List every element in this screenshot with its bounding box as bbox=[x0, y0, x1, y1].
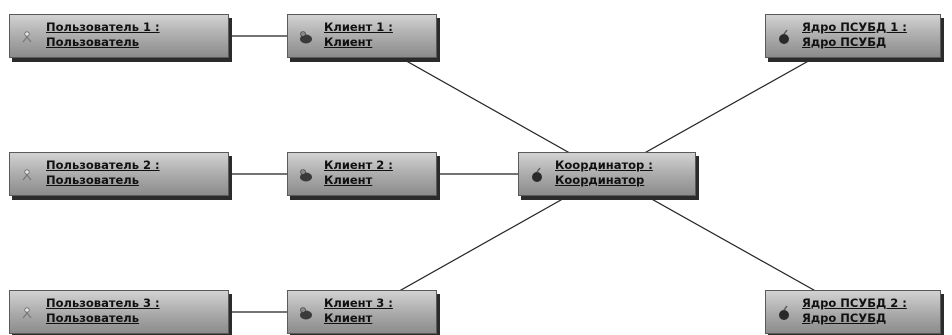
node-name: Клиент 2 : bbox=[324, 158, 393, 172]
node-coordinator[interactable]: Координатор : Координатор bbox=[518, 152, 696, 196]
node-client-1[interactable]: Клиент 1 : Клиент bbox=[287, 14, 437, 58]
core-icon bbox=[779, 29, 789, 44]
node-user-1[interactable]: Пользователь 1 : Пользователь bbox=[9, 14, 229, 58]
client-component-icon bbox=[300, 169, 312, 182]
node-name: Клиент 1 : bbox=[324, 20, 393, 34]
edge-coordinator-core1 bbox=[606, 35, 854, 175]
node-type: Клиент bbox=[324, 173, 373, 187]
node-user-3[interactable]: Пользователь 3 : Пользователь bbox=[9, 290, 229, 334]
user-icon bbox=[22, 31, 32, 43]
node-type: Ядро ПСУБД bbox=[802, 35, 887, 49]
client-component-icon bbox=[300, 31, 312, 44]
user-icon bbox=[22, 307, 32, 319]
node-dbms-core-2[interactable]: Ядро ПСУБД 2 : Ядро ПСУБД bbox=[765, 290, 941, 334]
node-name: Пользователь 2 : bbox=[46, 158, 160, 172]
node-type: Клиент bbox=[324, 35, 373, 49]
node-type: Пользователь bbox=[46, 311, 139, 325]
coordinator-icon bbox=[532, 167, 542, 182]
user-icon bbox=[22, 169, 32, 181]
node-name: Ядро ПСУБД 1 : bbox=[802, 20, 907, 34]
client-component-icon bbox=[300, 307, 312, 320]
core-icon bbox=[779, 305, 789, 320]
edge-client1-coordinator bbox=[361, 35, 608, 175]
node-name: Ядро ПСУБД 2 : bbox=[802, 296, 907, 310]
node-type: Ядро ПСУБД bbox=[802, 311, 887, 325]
node-user-2[interactable]: Пользователь 2 : Пользователь bbox=[9, 152, 229, 196]
node-type: Пользователь bbox=[46, 35, 139, 49]
node-name: Пользователь 1 : bbox=[46, 20, 160, 34]
node-type: Координатор bbox=[555, 173, 645, 187]
node-client-3[interactable]: Клиент 3 : Клиент bbox=[287, 290, 437, 334]
node-name: Пользователь 3 : bbox=[46, 296, 160, 310]
node-name: Клиент 3 : bbox=[324, 296, 393, 310]
node-type: Пользователь bbox=[46, 173, 139, 187]
node-name: Координатор : bbox=[555, 158, 653, 172]
node-dbms-core-1[interactable]: Ядро ПСУБД 1 : Ядро ПСУБД bbox=[765, 14, 941, 58]
edge-coordinator-core2 bbox=[606, 173, 854, 313]
node-client-2[interactable]: Клиент 2 : Клиент bbox=[287, 152, 437, 196]
node-type: Клиент bbox=[324, 311, 373, 325]
edge-client3-coordinator bbox=[361, 173, 608, 313]
